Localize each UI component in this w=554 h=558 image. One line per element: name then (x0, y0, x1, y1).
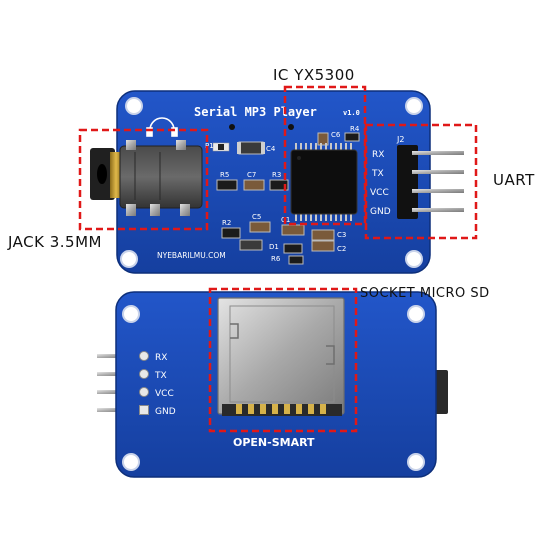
header-ref-label: J2 (396, 135, 404, 144)
headphone-icon (146, 117, 178, 137)
svg-text:P1: P1 (205, 142, 214, 150)
ic-highlight-box (283, 85, 367, 226)
svg-text:TX: TX (154, 371, 167, 381)
bottom-mounting-holes (122, 305, 425, 471)
yx5300-chip (290, 143, 358, 221)
top-board: Serial MP3 Player v1.0 (90, 90, 464, 274)
socket-annotation-label: SOCKET MICRO SD (360, 286, 490, 301)
svg-text:GND: GND (370, 207, 391, 217)
svg-text:D1: D1 (269, 243, 279, 251)
socket-highlight-box (208, 287, 358, 433)
svg-text:RX: RX (372, 150, 384, 160)
chip-pins-top (295, 143, 352, 151)
vias (229, 124, 294, 130)
chip-pins-bottom (295, 213, 352, 221)
jack-back (434, 370, 448, 414)
jack-annotation-label: JACK 3.5MM (8, 233, 102, 251)
top-pin-header (397, 145, 464, 219)
board-title: Serial MP3 Player (194, 105, 317, 119)
svg-text:VCC: VCC (155, 389, 174, 399)
svg-text:GND: GND (155, 407, 176, 417)
smd-components (212, 132, 360, 265)
svg-text:C2: C2 (337, 245, 346, 253)
svg-text:R2: R2 (222, 219, 231, 227)
micro-sd-socket (217, 297, 345, 416)
svg-text:VCC: VCC (370, 188, 389, 198)
top-pin-labels: RX TX VCC GND (370, 150, 391, 217)
website-silkscreen: NYEBARILMU.COM (157, 251, 226, 260)
svg-text:R4: R4 (350, 125, 360, 133)
svg-text:RX: RX (155, 353, 167, 363)
svg-text:C4: C4 (266, 145, 276, 153)
board-version: v1.0 (343, 109, 360, 117)
ic-annotation-label: IC YX5300 (273, 66, 355, 84)
svg-text:R6: R6 (271, 255, 281, 263)
svg-text:C6: C6 (331, 131, 341, 139)
mounting-holes (120, 97, 423, 268)
bottom-board: RX TX VCC GND OPEN-SMART (97, 291, 448, 478)
uart-highlight-box (364, 123, 478, 240)
svg-text:C3: C3 (337, 231, 346, 239)
svg-text:R3: R3 (272, 171, 281, 179)
brand-silkscreen: OPEN-SMART (233, 436, 315, 449)
audio-jack-3-5mm (90, 140, 203, 216)
uart-annotation-label: UART (493, 171, 535, 189)
svg-text:TX: TX (371, 169, 384, 179)
bottom-solder-pads (139, 351, 149, 415)
jack-highlight-box (78, 128, 209, 231)
svg-text:C5: C5 (252, 213, 261, 221)
svg-text:R5: R5 (220, 171, 229, 179)
svg-text:C7: C7 (247, 171, 256, 179)
bottom-pin-labels: RX TX VCC GND (154, 353, 176, 417)
